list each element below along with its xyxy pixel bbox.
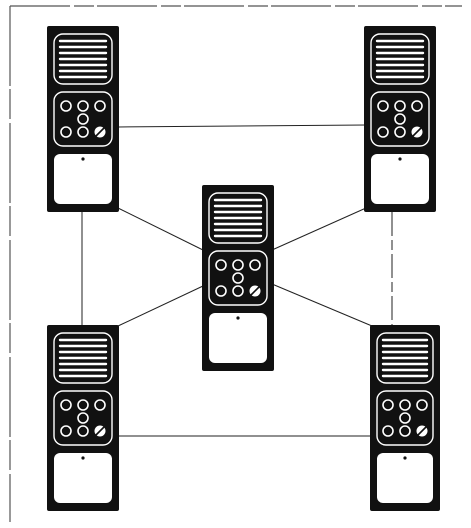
device-bottom-right [370, 325, 440, 511]
keypad-key [377, 100, 389, 112]
devices [47, 26, 440, 511]
keypad-key [232, 259, 244, 271]
screen-indicator [403, 456, 407, 460]
keypad-key [77, 412, 89, 424]
keypad-key [377, 126, 389, 138]
keypad-key [94, 399, 106, 411]
device-bottom-left [47, 325, 119, 511]
keypad-key [60, 425, 72, 437]
keypad-panel [53, 390, 113, 446]
special-key-hatch [417, 426, 427, 436]
keypad-key [77, 113, 89, 125]
speaker-grille [53, 33, 113, 85]
keypad-key [60, 399, 72, 411]
speaker-grille [208, 192, 268, 244]
special-key-hatch [412, 127, 422, 137]
special-key-hatch [95, 426, 105, 436]
keypad-key [77, 126, 89, 138]
speaker-grille [53, 332, 113, 384]
keypad-key [77, 399, 89, 411]
speaker-grille [376, 332, 434, 384]
display-screen [54, 154, 112, 204]
outer-frame [9, 5, 462, 522]
keypad-key [232, 285, 244, 297]
keypad-key [382, 399, 394, 411]
keypad-key [399, 399, 411, 411]
keypad-panel [370, 91, 430, 147]
link-top-left-top-right [117, 124, 367, 128]
display-screen [377, 453, 433, 503]
keypad-key [394, 100, 406, 112]
keypad-key [60, 126, 72, 138]
keypad-key [77, 425, 89, 437]
special-key-hatch [95, 127, 105, 137]
link-bottom-right-center [271, 283, 373, 327]
keypad-key [232, 272, 244, 284]
link-top-right-center [271, 207, 367, 251]
keypad-panel [208, 250, 268, 306]
keypad-key [60, 100, 72, 112]
device-top-left [47, 26, 119, 212]
keypad-key [416, 399, 428, 411]
device-center [202, 185, 274, 371]
keypad-key [382, 425, 394, 437]
keypad-key [411, 100, 423, 112]
screen-indicator [81, 157, 85, 161]
link-bottom-left-center [117, 285, 204, 327]
keypad-panel [376, 390, 434, 446]
device-top-right [364, 26, 436, 212]
connection-lines [81, 124, 393, 437]
keypad-panel [53, 91, 113, 147]
special-key-hatch [250, 286, 260, 296]
keypad-key [215, 259, 227, 271]
keypad-key [249, 259, 261, 271]
keypad-key [77, 100, 89, 112]
keypad-key [94, 100, 106, 112]
keypad-key [394, 126, 406, 138]
screen-indicator [236, 316, 240, 320]
keypad-key [399, 425, 411, 437]
link-top-left-center [117, 207, 204, 251]
keypad-key [215, 285, 227, 297]
screen-indicator [81, 456, 85, 460]
display-screen [54, 453, 112, 503]
keypad-key [399, 412, 411, 424]
screen-indicator [398, 157, 402, 161]
speaker-grille [370, 33, 430, 85]
display-screen [371, 154, 429, 204]
display-screen [209, 313, 267, 363]
keypad-key [394, 113, 406, 125]
